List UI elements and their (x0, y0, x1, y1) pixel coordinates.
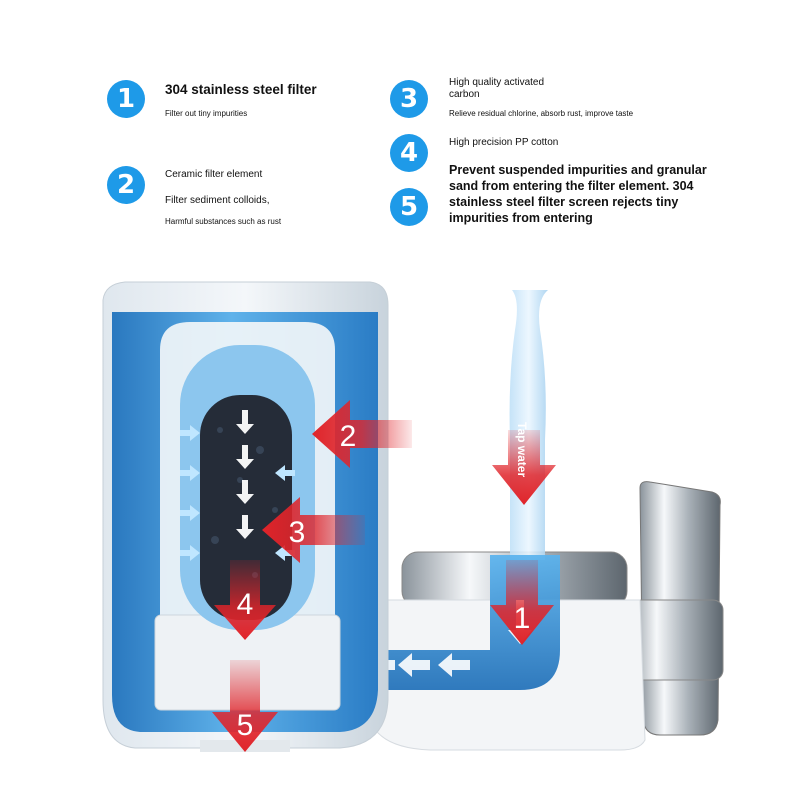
feature-2-desc-2: Harmful substances such as rust (165, 217, 282, 226)
stage-label-4: 4 (237, 588, 254, 621)
stage-label-5: 5 (237, 709, 254, 742)
number-badge-5: 5 (390, 188, 428, 226)
stage-arrow-2 (312, 400, 412, 468)
feature-1-desc: Filter out tiny impurities (165, 109, 248, 118)
stage-label-3: 3 (289, 516, 306, 549)
feature-5-desc: Prevent suspended impurities and granula… (449, 163, 707, 225)
number-badge-3: 3 (390, 80, 428, 118)
stage-arrow-1 (490, 560, 554, 645)
stage-arrow-3 (262, 497, 365, 563)
filter-housing (102, 281, 389, 752)
number-badge-4: 4 (390, 134, 428, 172)
feature-2-title: Ceramic filter element (165, 169, 263, 180)
tap-water-label: Tap water (515, 422, 529, 477)
tap-water-arrow (492, 430, 556, 505)
number-badge-2: 2 (107, 166, 145, 204)
feature-3-desc: Relieve residual chlorine, absorb rust, … (449, 109, 634, 118)
feature-1-title: 304 stainless steel filter (165, 82, 317, 97)
number-badge-1: 1 (107, 80, 145, 118)
feature-3-title: High quality activated (449, 77, 545, 88)
stage-arrow-4 (214, 560, 276, 640)
stage-label-2: 2 (340, 420, 357, 453)
feature-2-desc-1: Filter sediment colloids, (165, 195, 270, 206)
feature-4-title: High precision PP cotton (449, 137, 559, 148)
feature-3-title-2: carbon (449, 89, 480, 100)
stage-arrow-5 (212, 660, 278, 752)
stage-label-1: 1 (514, 602, 531, 635)
